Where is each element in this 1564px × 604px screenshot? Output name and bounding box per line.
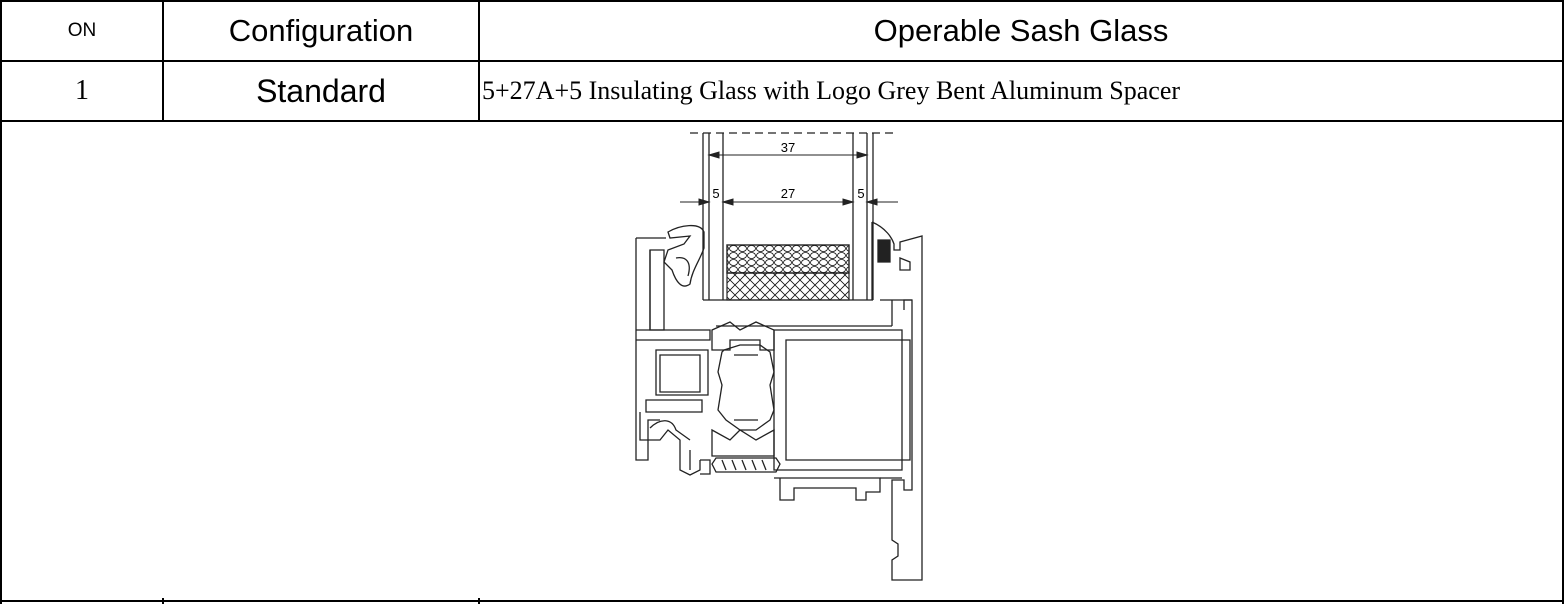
row-1-on: 1 xyxy=(75,75,89,106)
dimension-glass-right: 5 xyxy=(857,186,864,201)
row-1-configuration: Standard xyxy=(256,72,386,109)
table-rule-col1-stub xyxy=(162,598,164,604)
table-rule-col2 xyxy=(478,0,480,122)
header-configuration: Configuration xyxy=(228,13,414,48)
row-1-glass-description: 5+27A+5 Insulating Glass with Logo Grey … xyxy=(482,76,1181,105)
header-operable-sash-glass: Operable Sash Glass xyxy=(873,13,1169,48)
table-rule-col1 xyxy=(162,0,164,122)
table-rule-bottom xyxy=(0,600,1564,602)
table-border-top xyxy=(0,0,1564,2)
table-rule-col2-stub xyxy=(478,598,480,604)
table-rule-header xyxy=(0,60,1564,62)
header-on: ON xyxy=(67,20,97,41)
dimension-lines xyxy=(680,151,898,206)
glass-panes xyxy=(690,132,895,301)
table-border-left xyxy=(0,0,2,604)
table-border-right xyxy=(1562,0,1564,604)
table-rule-row1 xyxy=(0,120,1564,122)
secondary-sealant xyxy=(726,272,850,301)
dimension-total: 37 xyxy=(781,140,795,155)
dimension-glass-left: 5 xyxy=(712,186,719,201)
spacer-bar xyxy=(726,244,850,274)
dimension-cavity: 27 xyxy=(781,186,795,201)
sash-frame-profile xyxy=(635,221,923,581)
